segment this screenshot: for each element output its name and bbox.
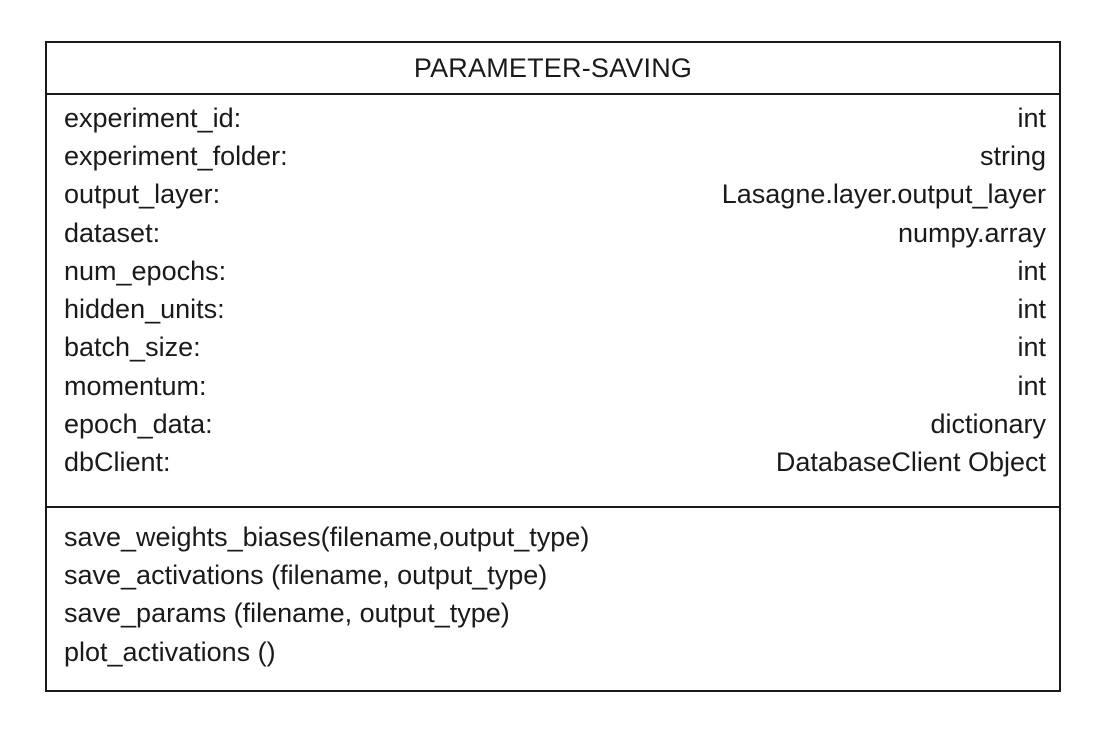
attribute-name: momentum: bbox=[64, 370, 207, 401]
attribute-type: int bbox=[1017, 294, 1046, 325]
attribute-name: experiment_id: bbox=[64, 102, 242, 133]
class-name: PARAMETER-SAVING bbox=[413, 52, 693, 83]
attribute-name: hidden_units: bbox=[64, 294, 225, 325]
attribute-name: dbClient: bbox=[64, 447, 171, 478]
attribute-row: dbClient: DatabaseClient Object bbox=[64, 444, 1046, 482]
attribute-name: output_layer: bbox=[64, 179, 221, 210]
attribute-type: int bbox=[1017, 255, 1046, 286]
attribute-row: batch_size: int bbox=[64, 329, 1046, 367]
attribute-row: output_layer: Lasagne.layer.output_layer bbox=[64, 176, 1046, 214]
attribute-name: num_epochs: bbox=[64, 255, 227, 286]
method-row: save_params (filename, output_type) bbox=[64, 598, 510, 629]
class-header: PARAMETER-SAVING bbox=[47, 43, 1059, 95]
attribute-row: dataset: numpy.array bbox=[64, 214, 1046, 252]
attribute-type: int bbox=[1017, 102, 1046, 133]
attribute-row: experiment_id: int bbox=[64, 99, 1046, 137]
method-row: save_activations (filename, output_type) bbox=[64, 559, 548, 590]
attribute-type: numpy.array bbox=[897, 217, 1046, 248]
attribute-name: epoch_data: bbox=[64, 409, 213, 440]
uml-class-box: PARAMETER-SAVING experiment_id: int expe… bbox=[45, 41, 1061, 692]
methods-section: save_weights_biases(filename,output_type… bbox=[47, 508, 1059, 671]
attribute-row: epoch_data: dictionary bbox=[64, 405, 1046, 443]
attribute-type: int bbox=[1017, 370, 1046, 401]
attribute-row: num_epochs: int bbox=[64, 252, 1046, 290]
attribute-name: experiment_folder: bbox=[64, 140, 288, 171]
method-row: plot_activations () bbox=[64, 636, 276, 667]
attribute-type: dictionary bbox=[930, 409, 1046, 440]
method-row: save_weights_biases(filename,output_type… bbox=[64, 521, 590, 552]
attribute-type: Lasagne.layer.output_layer bbox=[721, 179, 1046, 210]
attribute-row: hidden_units: int bbox=[64, 290, 1046, 328]
attribute-row: momentum: int bbox=[64, 367, 1046, 405]
attribute-row: experiment_folder: string bbox=[64, 137, 1046, 175]
attribute-name: dataset: bbox=[64, 217, 161, 248]
attribute-type: DatabaseClient Object bbox=[775, 447, 1046, 478]
attributes-section: experiment_id: int experiment_folder: st… bbox=[47, 95, 1059, 508]
attribute-type: string bbox=[979, 140, 1046, 171]
attribute-name: batch_size: bbox=[64, 332, 201, 363]
attribute-type: int bbox=[1017, 332, 1046, 363]
